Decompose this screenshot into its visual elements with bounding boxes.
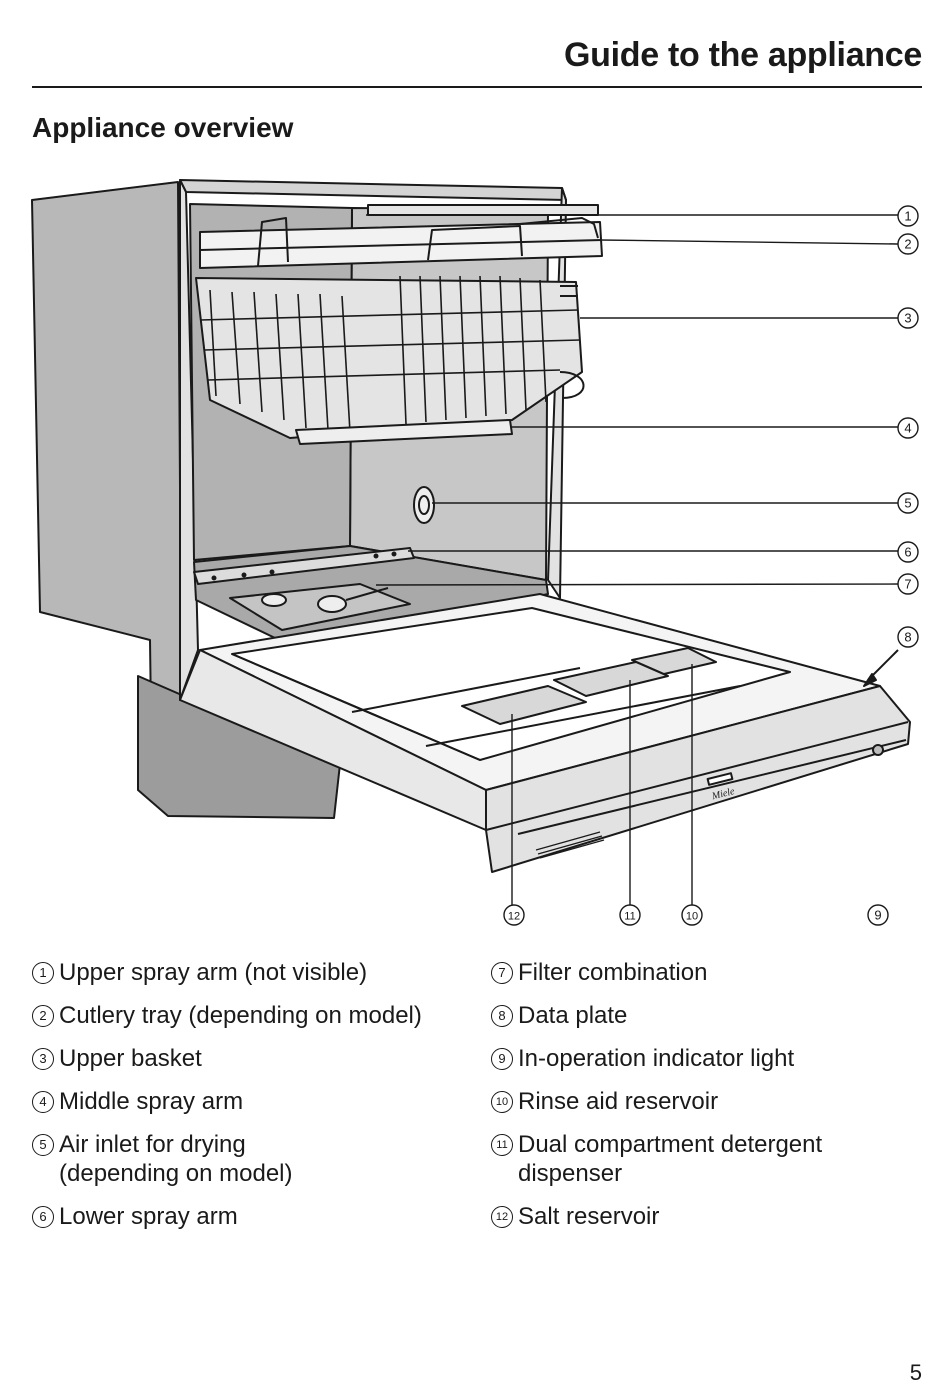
detergent-dispenser bbox=[553, 661, 669, 697]
dishwasher-diagram: Miele 1 2 3 4 5 6 7 8 9 10 11 12 bbox=[31, 179, 919, 926]
legend-text: Upper basket bbox=[59, 1045, 202, 1072]
legend-text: Filter combination bbox=[518, 959, 708, 986]
svg-text:2: 2 bbox=[904, 237, 911, 252]
page-header: Guide to the appliance bbox=[32, 30, 922, 88]
legend-number: 5 bbox=[32, 1134, 54, 1156]
air-inlet bbox=[413, 486, 435, 524]
legend-number: 11 bbox=[491, 1134, 513, 1156]
callout-8: 8 bbox=[897, 626, 919, 648]
callout-7: 7 bbox=[897, 573, 919, 595]
svg-text:12: 12 bbox=[508, 911, 520, 923]
legend-text: Air inlet for drying (depending on model… bbox=[59, 1131, 293, 1187]
svg-text:3: 3 bbox=[904, 311, 911, 326]
svg-text:9: 9 bbox=[874, 908, 881, 923]
middle-spray-arm bbox=[295, 419, 513, 445]
callout-2: 2 bbox=[897, 233, 919, 255]
legend-item-6: 6 Lower spray arm bbox=[32, 1202, 238, 1231]
legend-item-5: 5 Air inlet for drying (depending on mod… bbox=[32, 1130, 293, 1188]
legend-number: 3 bbox=[32, 1048, 54, 1070]
svg-text:11: 11 bbox=[624, 911, 635, 923]
legend-text: Rinse aid reservoir bbox=[518, 1088, 719, 1115]
legend-text: Lower spray arm bbox=[59, 1203, 238, 1230]
legend-number: 6 bbox=[32, 1206, 54, 1228]
upper-spray-arm bbox=[367, 204, 599, 216]
legend-number: 8 bbox=[491, 1005, 513, 1027]
svg-text:7: 7 bbox=[904, 577, 911, 592]
svg-text:8: 8 bbox=[904, 630, 911, 645]
legend-number: 4 bbox=[32, 1091, 54, 1113]
cabinet-top-frame bbox=[179, 179, 567, 201]
legend-number: 7 bbox=[491, 962, 513, 984]
legend-text: Salt reservoir bbox=[518, 1203, 660, 1230]
callout-5: 5 bbox=[897, 492, 919, 514]
legend-item-7: 7 Filter combination bbox=[491, 958, 707, 987]
legend-number: 10 bbox=[491, 1091, 513, 1113]
legend-number: 2 bbox=[32, 1005, 54, 1027]
legend-item-4: 4 Middle spray arm bbox=[32, 1087, 243, 1116]
callout-4: 4 bbox=[897, 417, 919, 439]
salt-reservoir bbox=[461, 685, 587, 725]
page-title: Guide to the appliance bbox=[563, 36, 922, 74]
legend-item-1: 1 Upper spray arm (not visible) bbox=[32, 958, 367, 987]
page-number: 5 bbox=[909, 1360, 922, 1385]
legend-item-11: 11 Dual compartment detergent dispenser bbox=[491, 1130, 822, 1188]
legend-text: Upper spray arm (not visible) bbox=[59, 959, 368, 986]
legend-text: In-operation indicator light bbox=[518, 1045, 795, 1072]
legend-item-2: 2 Cutlery tray (depending on model) bbox=[32, 1001, 422, 1030]
callout-9: 9 bbox=[867, 904, 889, 926]
svg-text:4: 4 bbox=[904, 421, 911, 436]
section-title: Appliance overview bbox=[32, 112, 294, 143]
callout-3: 3 bbox=[897, 307, 919, 329]
legend-text: Dual compartment detergent dispenser bbox=[518, 1131, 823, 1187]
legend-text: Data plate bbox=[518, 1002, 628, 1029]
lower-spray-arm bbox=[193, 547, 415, 585]
svg-text:10: 10 bbox=[686, 911, 698, 923]
svg-text:5: 5 bbox=[904, 496, 911, 511]
legend-item-9: 9 In-operation indicator light bbox=[491, 1044, 794, 1073]
callout-10: 10 bbox=[681, 904, 703, 926]
legend-number: 9 bbox=[491, 1048, 513, 1070]
legend-text: Middle spray arm bbox=[59, 1088, 244, 1115]
legend-item-8: 8 Data plate bbox=[491, 1001, 627, 1030]
svg-text:6: 6 bbox=[904, 545, 911, 560]
legend-text: Cutlery tray (depending on model) bbox=[59, 1002, 422, 1029]
legend-item-12: 12 Salt reservoir bbox=[491, 1202, 659, 1231]
callout-12: 12 bbox=[503, 904, 525, 926]
legend-number: 12 bbox=[491, 1206, 513, 1228]
callout-6: 6 bbox=[897, 541, 919, 563]
legend-item-3: 3 Upper basket bbox=[32, 1044, 202, 1073]
callout-1: 1 bbox=[897, 205, 919, 227]
svg-text:1: 1 bbox=[904, 209, 911, 224]
rinse-aid-reservoir bbox=[631, 647, 717, 675]
legend-number: 1 bbox=[32, 962, 54, 984]
legend-item-10: 10 Rinse aid reservoir bbox=[491, 1087, 718, 1116]
in-operation-indicator-light bbox=[872, 744, 884, 756]
callout-11: 11 bbox=[619, 904, 641, 926]
